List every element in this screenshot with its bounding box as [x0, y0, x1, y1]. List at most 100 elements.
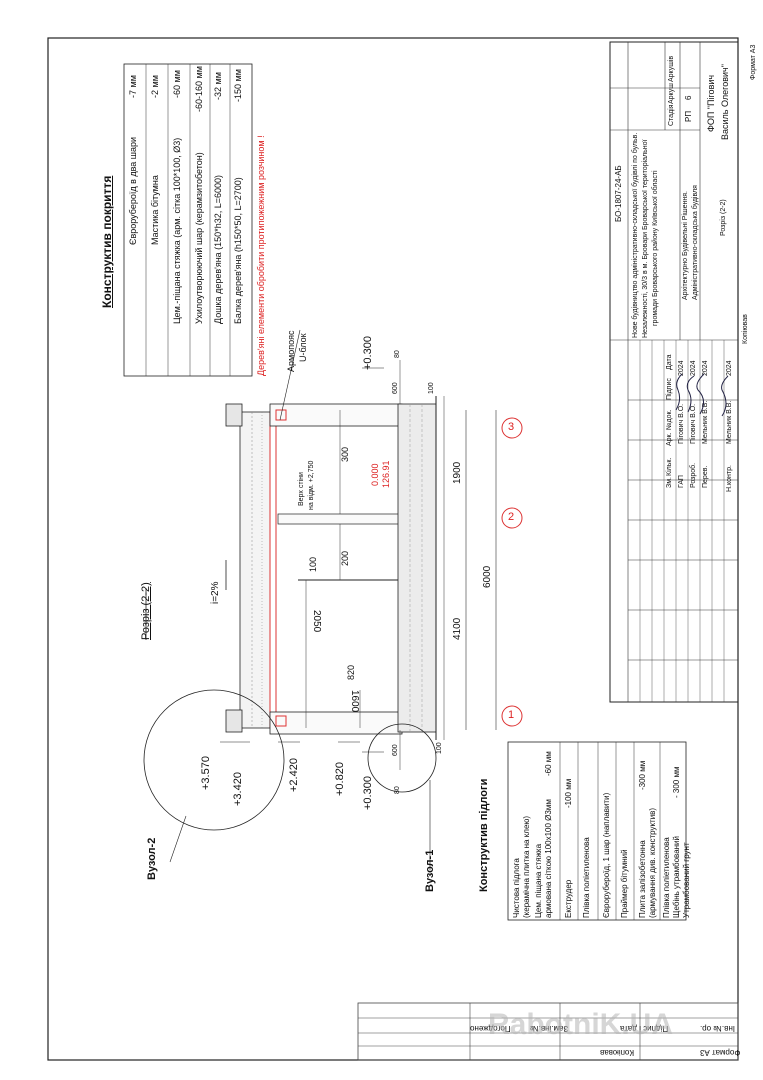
dim-200: 200 [340, 550, 350, 566]
abs-level: 126.91 [381, 460, 391, 488]
wall-top-label-1: Верх стіни [298, 472, 305, 506]
stamp-role-1: ГАП [678, 475, 685, 488]
stamp-org-2: Василь Олегович" [720, 64, 730, 140]
floor-layer-5: Єврорубероїд, 1 шар (наплавити) [602, 792, 611, 918]
roof-title: Конструктив покриття [100, 175, 114, 308]
level-0300-bottom: +0.300 [362, 776, 374, 810]
stamp-copied: Копіював [742, 314, 749, 344]
stamp-hdr-data: Дата [666, 354, 673, 370]
dim-80a: 80 [394, 350, 401, 358]
stamp-name-3: Мельник В.В. [702, 400, 709, 444]
dim-820: 820 [346, 664, 356, 680]
axis-2: 2 [508, 511, 515, 523]
floor-layer-1: Чистова підлога [512, 858, 521, 918]
ublock-label: U-блок [298, 333, 308, 362]
dim-300: 300 [340, 446, 350, 462]
watermark: RabotniK.UA [488, 1008, 673, 1041]
section-title: Розріз (2-2) [140, 582, 152, 640]
roof-layer-3-value: -60 мм [172, 70, 182, 98]
roof-layer-6: Балка дерев'яна (h150*50, L=2700) [233, 177, 243, 324]
dim-600a: 600 [392, 382, 399, 394]
roof-layer-2: Мастика бітумна [150, 175, 160, 245]
stamp-project-3: громади Броварського району Київської об… [652, 170, 659, 326]
floor-layer-8: Плівка поліетиленова [662, 837, 671, 918]
stamp-col-sheets: Аркушів [668, 55, 675, 82]
stamp-code: БО-1807-24-АБ [614, 165, 623, 222]
floor-layer-2-sub: армована сіткою 100х100 Ø3мм [544, 799, 553, 918]
dim-100b: 100 [428, 382, 435, 394]
floor-layer-2: Цем. піщана стяжка [534, 843, 543, 918]
stamp-section-1: Архітектурно Будівельні Рішення. [682, 191, 689, 300]
stamp-name-1: Пігович В.О. [678, 403, 685, 444]
roof-layer-1-value: -7 мм [128, 75, 138, 98]
margin-inv: Інв.№ ор. [700, 1024, 736, 1033]
stamp-date-1: 2024 [678, 360, 685, 376]
stamp-project-1: Нове будівництво адміністративно-складсь… [632, 132, 639, 338]
stamp-role-4: Н.контр. [726, 465, 733, 492]
stamp-date-3: 2024 [702, 360, 709, 376]
floor-layer-3: Екструдер [564, 879, 573, 918]
node-2-label: Вузол-2 [146, 837, 158, 880]
floor-layer-7: Плита залізобетонна [638, 840, 647, 918]
stamp-section-2: Адміністративно-складська будівля [692, 185, 699, 300]
floor-layer-9-value: - 300 мм [672, 766, 681, 798]
stamp-sheet-name: Розріз (2-2) [720, 199, 727, 236]
margin-format: Формат А3 [700, 1048, 741, 1057]
level-3420: +3.420 [232, 772, 244, 806]
node-1-label: Вузол-1 [424, 849, 436, 892]
floor-layer-2-value: -60 мм [544, 751, 553, 776]
floor-layer-9: Щебінь утрамбований [672, 836, 681, 918]
level-3570: +3.570 [200, 756, 212, 790]
roof-layer-6-value: -150 мм [233, 69, 243, 102]
stamp-hdr-kilk: Кільк. [666, 457, 673, 476]
stamp-project-2: Незалежності, 30/3 в м. Бровари Броварсь… [642, 139, 649, 338]
dim-1600: 1600 [349, 690, 360, 713]
stamp-org-1: ФОП "Пігович [706, 74, 716, 132]
axis-1: 1 [508, 709, 515, 721]
stamp-format: Формат А3 [750, 44, 757, 80]
level-0820: +0.820 [334, 762, 346, 796]
floor-layer-3-value: -100 мм [564, 778, 573, 808]
zero-level: 0.000 [370, 463, 380, 486]
roof-layer-5-value: -32 мм [213, 72, 223, 100]
stamp-name-2: Пігович В.О. [690, 403, 697, 444]
level-2420: +2.420 [288, 758, 300, 792]
dim-80b: 80 [394, 786, 401, 794]
wall-top-label-2: на відм. +2,750 [308, 460, 315, 510]
stamp-hdr-zm: Зм. [666, 477, 673, 488]
armopoyas-label: Армопояс [286, 330, 296, 372]
stamp-col-stage: Стадія [668, 104, 675, 126]
stamp-hdr-dok: №док. [666, 409, 673, 431]
margin-copied: Копіював [600, 1048, 635, 1057]
dim-600b: 600 [392, 744, 399, 756]
roof-layer-2-value: -2 мм [150, 75, 160, 98]
floor-layer-7-sub: (армування див. конструктив) [648, 807, 657, 918]
dim-2050: 2050 [311, 610, 322, 633]
roof-layer-5: Дошка дерев'яна (150*h32, L=6000) [213, 175, 223, 324]
stamp-hdr-pidpys: Підпис [666, 378, 673, 400]
roof-layer-4-value: -60-160 мм [194, 66, 204, 112]
floor-layer-6: Праймер бітумний [620, 849, 629, 918]
roof-layer-1: Єврорубероїд в два шари [128, 136, 138, 245]
stamp-col-sheet: Аркуш [668, 83, 675, 104]
axis-3: 3 [508, 421, 515, 433]
slope-label: i=2% [210, 581, 221, 604]
dim-6000: 6000 [482, 565, 493, 588]
dim-100c: 100 [436, 742, 443, 754]
stamp-sheet-no: 6 [684, 95, 693, 100]
stamp-date-4: 2024 [726, 360, 733, 376]
floor-layer-4: Плівка поліетиленова [582, 837, 591, 918]
roof-note: Дерев'яні елементи обробити протипожежни… [256, 135, 266, 376]
stamp-stage: РП [684, 110, 693, 122]
roof-layer-3: Цем.-піщана стяжка (арм. сітка 100*100, … [172, 137, 182, 324]
floor-layer-7-value: -300 мм [638, 760, 647, 790]
dim-100: 100 [308, 556, 318, 572]
stamp-hdr-ark: Арк. [666, 432, 673, 446]
floor-title: Конструктив підлоги [478, 778, 490, 892]
stamp-role-2: Розроб. [690, 462, 697, 488]
stamp-role-3: Перев. [702, 465, 709, 488]
dim-4100: 4100 [452, 617, 463, 640]
stamp-name-4: Мельник В.В. [726, 400, 733, 444]
